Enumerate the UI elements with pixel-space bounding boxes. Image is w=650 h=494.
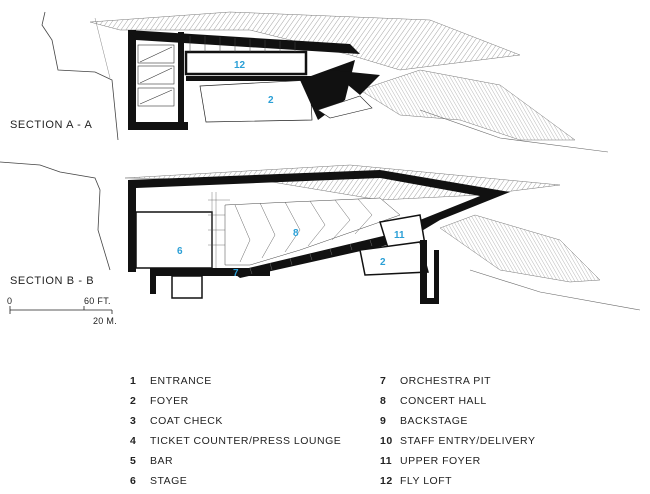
- architectural-sections-drawing: 12 2: [0, 11, 641, 314]
- section-b-marker: 7: [233, 268, 239, 279]
- section-b-terrain: [0, 161, 111, 271]
- section-a-marker: 2: [268, 95, 274, 106]
- section-b-canopy: [439, 214, 601, 283]
- section-b-marker: 2: [380, 257, 386, 268]
- section-b-marker: 6: [177, 246, 183, 257]
- section-a-label: SECTION A - A: [10, 119, 93, 131]
- concert-hall-seating: [232, 232, 410, 278]
- scale-bar: [9, 306, 113, 314]
- scale-meters-label: 20 M.: [93, 316, 118, 326]
- scale-feet-label: 60 FT.: [84, 296, 111, 306]
- section-b-drawing: 6 8 11 7 2: [0, 161, 641, 311]
- section-a-lower-canopy: [359, 69, 576, 141]
- section-a-drawing: 12 2: [41, 11, 609, 153]
- section-a-marker: 12: [234, 60, 246, 71]
- section-b-marker: 11: [394, 230, 405, 241]
- section-a-terrain: [41, 11, 119, 141]
- section-b-marker: 8: [293, 228, 299, 239]
- concert-hall-ceiling: [224, 197, 401, 266]
- scale-zero-label: 0: [7, 296, 13, 306]
- section-b-label: SECTION B - B: [10, 275, 95, 287]
- section-a-roof: [89, 11, 521, 71]
